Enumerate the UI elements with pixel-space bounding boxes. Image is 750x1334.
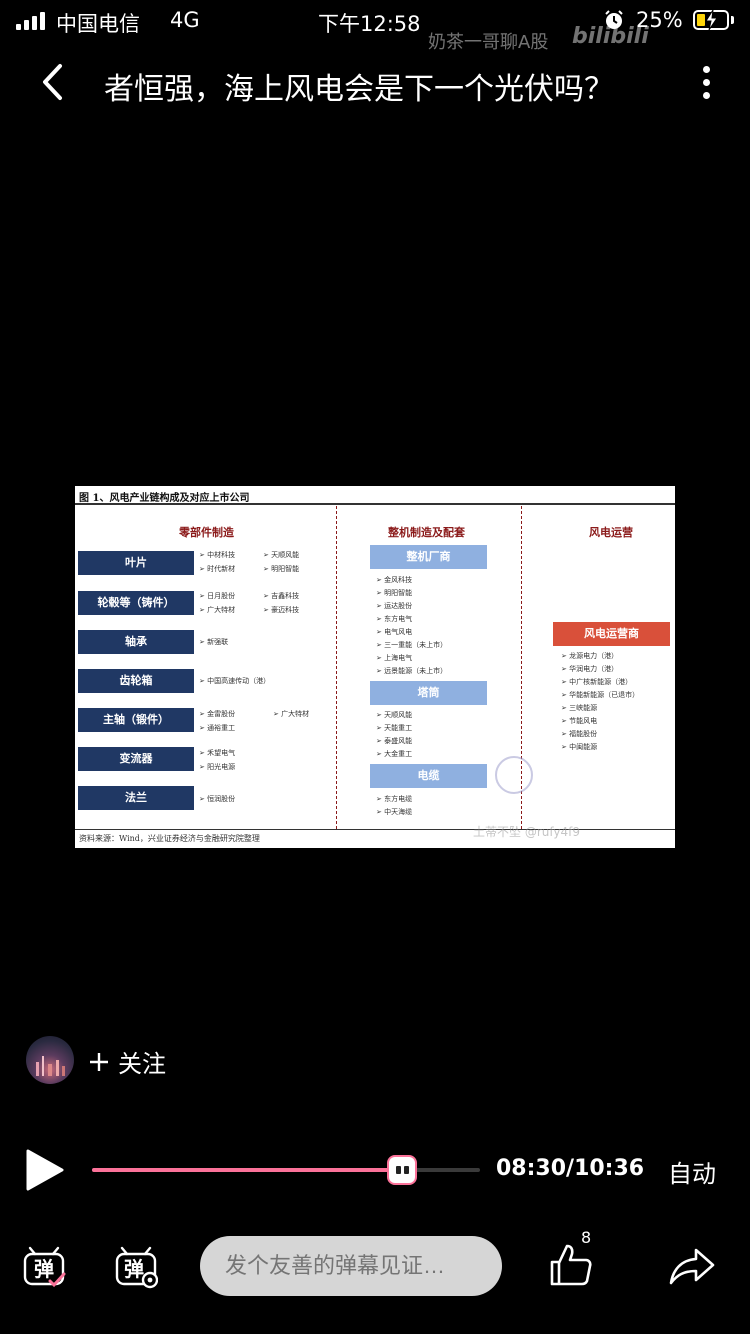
section-title-operation: 风电运营 [589,526,633,539]
company-label: 龙源电力（港） [561,651,618,661]
progress-fill [92,1168,403,1172]
company-label: 东方电缆 [376,794,412,804]
company-label: 天顺风能 [263,550,299,560]
company-label: 福能股份 [561,729,597,739]
part-box: 轮毂等（铸件） [78,591,194,615]
signal-icon [16,12,45,30]
playback-time: 08:30/10:36 [496,1156,645,1181]
company-label: 金雷股份 [199,709,235,719]
uploader-watermark: 奶茶一哥聊A股 [428,32,549,53]
company-label: 天能重工 [376,723,412,733]
company-label: 广大特材 [199,605,235,615]
company-label: 东方电气 [376,614,412,624]
part-box: 叶片 [78,551,194,575]
progress-bar[interactable] [92,1155,480,1185]
company-label: 天顺风能 [376,710,412,720]
like-count: 8 [581,1228,592,1247]
status-time: 下午12:58 [318,12,421,36]
slide-source: 资料来源：Wind，兴业证券经济与金融研究院整理 [79,834,260,843]
part-box: 齿轮箱 [78,669,194,693]
company-label: 节能风电 [561,716,597,726]
company-label: 新强联 [199,637,228,647]
section-title-parts: 零部件制造 [179,526,234,539]
section-divider [521,506,522,829]
slide-divider [75,829,675,830]
company-label: 电气风电 [376,627,412,637]
company-label: 阳光电源 [199,762,235,772]
play-icon[interactable] [24,1148,66,1192]
like-icon[interactable] [548,1242,594,1288]
company-label: 中国高速传动（港） [199,676,270,686]
danmaku-settings-icon[interactable]: 弹 [114,1245,158,1289]
part-box: 轴承 [78,630,194,654]
network-type: 4G [170,8,200,32]
assembly-box: 塔筒 [370,681,487,705]
alarm-icon [605,10,623,29]
share-icon[interactable] [668,1246,716,1286]
company-label: 华润电力（港） [561,664,618,674]
assembly-box: 整机厂商 [370,545,487,569]
company-label: 上海电气 [376,653,412,663]
section-divider [336,506,337,829]
quality-button[interactable]: 自动 [668,1160,716,1188]
company-label: 中广核新能源（港） [561,677,632,687]
company-label: 三一重能（未上市） [376,640,447,650]
part-box: 主轴（锻件） [78,708,194,732]
battery-percent: 25% [636,8,683,32]
video-title: 者恒强，海上风电会是下一个光伏吗？ [104,72,614,107]
company-label: 时代新材 [199,564,235,574]
company-label: 华能新能源（已退市） [561,690,639,700]
section-title-assembly: 整机制造及配套 [388,526,465,539]
company-label: 恒润股份 [199,794,235,804]
danmaku-input[interactable] [200,1236,502,1296]
bilibili-logo: bilibili [572,24,649,49]
part-box: 法兰 [78,786,194,810]
operator-box: 风电运营商 [553,622,670,646]
follow-button[interactable]: 关注 [88,1044,166,1079]
plus-icon [90,1052,108,1071]
touch-indicator [495,756,533,794]
danmaku-toggle-icon[interactable]: 弹 [22,1245,66,1289]
company-label: 大金重工 [376,749,412,759]
company-label: 三峡能源 [561,703,597,713]
more-icon[interactable] [694,64,718,104]
assembly-box: 电缆 [370,764,487,788]
slide-caption: 图 1、风电产业链构成及对应上市公司 [79,493,250,504]
battery-tip [731,16,734,24]
battery-icon [693,10,729,30]
company-label: 中材科技 [199,550,235,560]
company-label: 明阳智能 [263,564,299,574]
company-label: 中闽能源 [561,742,597,752]
back-icon[interactable] [36,62,70,102]
danmaku-toggle-label: 弹 [34,1257,54,1281]
company-label: 禾望电气 [199,748,235,758]
company-label: 吉鑫科技 [263,591,299,601]
status-bar: 中国电信 4G 下午12:58 25% [0,0,750,44]
slide-watermark: 土蒂不坠 @rufy4f9 [473,825,580,839]
follow-label: 关注 [118,1050,166,1078]
part-box: 变流器 [78,747,194,771]
company-label: 广大特材 [273,709,309,719]
avatar[interactable] [26,1036,74,1084]
carrier-name: 中国电信 [56,12,140,36]
slide-divider [75,503,675,505]
video-frame[interactable]: 图 1、风电产业链构成及对应上市公司 零部件制造 整机制造及配套 风电运营 叶片… [75,486,675,848]
progress-thumb-icon[interactable] [387,1155,418,1185]
company-label: 明阳智能 [376,588,412,598]
company-label: 通裕重工 [199,723,235,733]
company-label: 日月股份 [199,591,235,601]
company-label: 金风科技 [376,575,412,585]
company-label: 泰盛风能 [376,736,412,746]
company-label: 豪迈科技 [263,605,299,615]
danmaku-settings-label: 弹 [124,1257,144,1281]
company-label: 运达股份 [376,601,412,611]
company-label: 中天海缆 [376,807,412,817]
company-label: 远景能源（未上市） [376,666,447,676]
